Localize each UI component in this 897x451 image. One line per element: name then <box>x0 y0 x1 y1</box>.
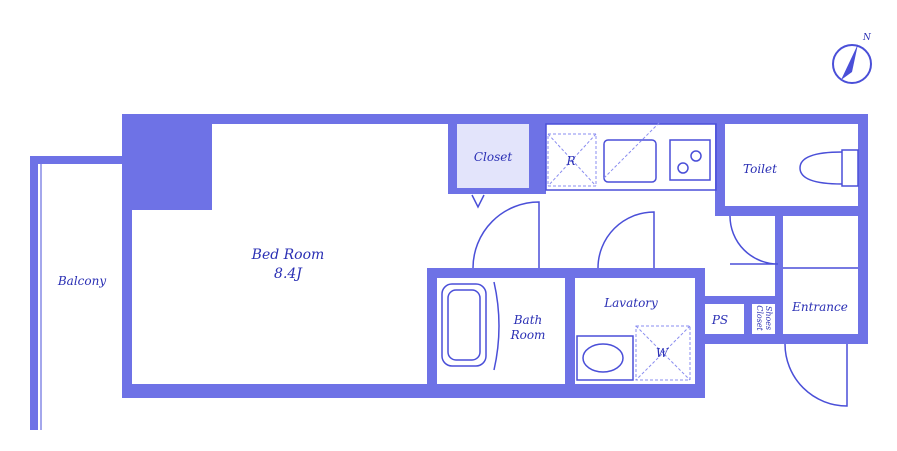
bedroom-label: Bed Room <box>251 247 325 263</box>
shoes-closet-label-1: Shoes <box>764 306 773 330</box>
doors <box>472 201 858 407</box>
shoes-closet-label-2: Closet <box>755 305 764 331</box>
wall-ps-shoes <box>744 296 752 338</box>
wall-entrance-left <box>775 216 783 338</box>
bathroom-label-2: Room <box>510 328 546 342</box>
kitchen-counter <box>545 123 717 191</box>
structural-column <box>122 114 212 210</box>
toilet <box>799 149 859 187</box>
toilet-door <box>729 215 779 265</box>
wall-right <box>858 114 868 344</box>
wall-left <box>122 114 132 398</box>
balcony-railing-left <box>30 156 38 430</box>
sink-dash <box>603 121 661 179</box>
wall-core-left <box>427 268 437 398</box>
bedroom-door <box>472 201 540 269</box>
washer-mark: W <box>656 346 670 360</box>
bathtub-inner <box>447 289 481 361</box>
toilet-bowl <box>799 151 843 185</box>
wall-entrance-bottom <box>695 334 868 344</box>
toilet-tank <box>841 149 859 187</box>
kitchen-wall <box>538 124 546 194</box>
stove <box>669 139 711 181</box>
compass-ring <box>832 44 872 84</box>
kitchen-sink <box>603 139 657 183</box>
refrigerator-mark: R <box>565 154 575 168</box>
bath-door <box>493 281 500 371</box>
north-arrow-icon: N <box>832 33 872 84</box>
lavatory <box>576 325 691 381</box>
kitchen <box>538 121 717 194</box>
wall-bottom-bedroom <box>122 384 427 398</box>
wall-ps-top <box>695 296 775 304</box>
toilet-label: Toilet <box>743 162 777 176</box>
washer-cross-2 <box>635 325 691 381</box>
wall-bath-lavatory <box>565 278 575 388</box>
compass-needle <box>841 44 858 80</box>
balcony-railing-top <box>30 156 130 164</box>
lavatory-door <box>597 211 655 269</box>
entrance-door <box>784 343 848 407</box>
burner-2 <box>690 150 702 162</box>
bathroom-label-1: Bath <box>513 313 543 327</box>
vanity <box>576 335 634 381</box>
balcony <box>30 156 131 430</box>
washbasin <box>582 343 624 373</box>
closet-label: Closet <box>474 150 513 164</box>
lavatory-label: Lavatory <box>603 296 658 310</box>
wall-toilet-bottom <box>715 206 868 216</box>
closet <box>448 114 538 209</box>
bathtub <box>441 283 487 367</box>
closet-door-swing-mark <box>471 194 485 209</box>
bedroom-size: 8.4J <box>274 266 303 282</box>
wall-core-right <box>695 268 705 398</box>
refrigerator-cross-2 <box>547 133 597 187</box>
wall-toilet-left <box>715 114 725 214</box>
balcony-label: Balcony <box>57 274 106 288</box>
washer-cross-1 <box>635 325 691 381</box>
north-label: N <box>862 33 872 43</box>
burner-1 <box>677 162 689 174</box>
closet-interior <box>457 124 529 188</box>
entrance-label: Entrance <box>791 300 848 314</box>
wall-core-bottom <box>427 384 695 398</box>
ps-label: PS <box>711 313 728 327</box>
shoes-closet-label-group: Shoes Closet <box>755 305 773 331</box>
washer-space <box>635 325 691 381</box>
bathroom <box>441 281 500 371</box>
wall-core-top <box>427 268 695 278</box>
